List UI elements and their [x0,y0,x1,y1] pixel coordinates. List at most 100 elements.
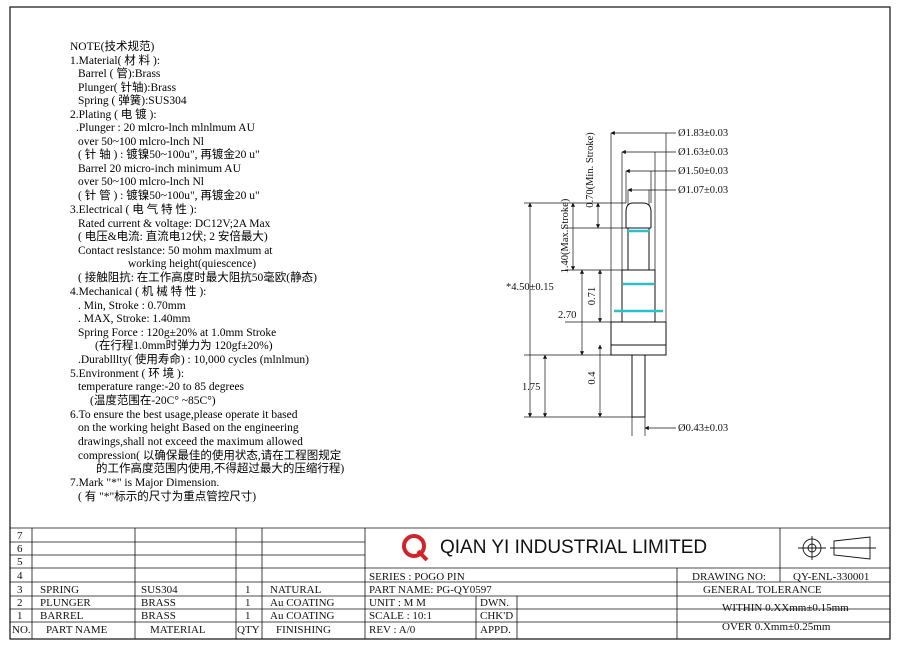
tolerance-title: GENERAL TOLERANCE [703,584,822,596]
note-line: ( 电压&电流: 直流电12伏; 2 安倍最大) [78,229,268,243]
note-line: 1.Material( 材 料 ): [70,53,160,67]
part-name: SPRING [40,584,79,596]
note-line: . MAX, Stroke: 1.40mm [78,313,191,325]
note-line: working height(quiescence) [128,258,256,270]
min-stroke-label: 0.70(Min. Stroke) [585,132,596,208]
scale-label: SCALE : 10:1 [369,610,432,622]
drawn-by-label: DWN. [480,597,509,609]
note-line: ( 接触阻抗: 在工作高度时最大阻抗50毫欧(静态) [78,270,317,284]
header-finishing: FINISHING [276,624,331,636]
pogo-pin-drawing [610,202,667,418]
tolerance-over: OVER 0.Xmm±0.25mm [722,621,831,633]
part-no: 3 [17,584,23,596]
drawing-no-label: DRAWING NO: [692,571,766,583]
unit-label: UNIT : M M [369,597,426,609]
row-number: 5 [17,556,23,568]
parts-list: 7 6 5 4 3 SPRING SUS304 1 NATURAL 2 PLUN… [12,530,335,636]
note-line: Spring ( 弹簧):SUS304 [78,93,187,107]
notes-block: NOTE(技术规范) 1.Material( 材 料 ): Barrel ( 管… [70,39,344,503]
part-finishing: Au COATING [270,610,335,622]
note-line: over 50~100 mlcro-lnch Nl [78,176,204,188]
tolerance-within: WITHIN 0.XXmm±0.15mm [722,602,849,614]
part-name-label: PART NAME: PG-QY0597 [369,584,492,596]
length-04-label: 0.4 [587,371,598,385]
header-material: MATERIAL [150,624,206,636]
checked-by-label: CHK'D [480,610,513,622]
company-name: QIAN YI INDUSTRIAL LIMITED [440,537,707,558]
note-line: 7.Mark "*" is Major Dimension. [70,477,219,489]
part-name: BARREL [40,610,84,622]
diameter-label: Ø0.43±0.03 [678,423,728,434]
dimension-labels: Ø1.83±0.03 Ø1.63±0.03 Ø1.50±0.03 Ø1.07±0… [506,128,728,434]
diameter-label: Ø1.83±0.03 [678,128,728,139]
tail-pin [631,354,646,418]
rev-label: REV : A/0 [369,624,416,636]
header-qty: QTY [237,624,260,636]
note-line: Barrel ( 管):Brass [78,66,161,80]
plunger-body [627,227,650,271]
sheet-border [9,6,891,640]
note-line: ( 针 轴 ) : 镀镍50~100u", 再镀金20 u" [78,147,260,161]
note-line: 5.Environment ( 环 境 ): [70,366,184,380]
note-line: Plunger( 针轴):Brass [78,80,177,94]
header-no: NO. [12,624,31,636]
part-finishing: Au COATING [270,597,335,609]
note-line: drawings,shall not exceed the maximum al… [78,436,303,448]
note-line: .Durablllty( 使用寿命) : 10,000 cycles (mlnl… [78,352,309,366]
plunger-head [625,202,652,228]
dimension-lines [524,130,676,436]
part-qty: 1 [245,584,251,596]
note-line: . Min, Stroke : 0.70mm [78,300,186,312]
diameter-label: Ø1.50±0.03 [678,166,728,177]
note-line: Rated current & voltage: DC12V;2A Max [78,218,271,230]
part-no: 2 [17,597,23,609]
note-line: NOTE(技术规范) [70,39,154,53]
total-length-label: *4.50±0.15 [506,282,554,293]
max-stroke-label: 1.40(Max.Stroke) [560,198,571,273]
part-no: 1 [17,610,23,622]
approved-by-label: APPD. [480,624,511,636]
title-info: SERIES : POGO PIN PART NAME: PG-QY0597 U… [369,571,869,636]
barrel-flange [610,321,667,356]
note-line: (在行程1.0mm时弹力为 120gf±20%) [95,338,273,352]
row-number: 6 [17,543,23,555]
length-071-label: 0.71 [587,287,598,305]
logo-q-ring [402,534,426,558]
note-line: Contact reslstance: 50 mohm maxlmum at [78,245,273,257]
row-number: 7 [17,530,23,542]
note-line: over 50~100 mlcro-lnch Nl [78,136,204,148]
series-label: SERIES : POGO PIN [369,571,465,583]
note-line: 的工作高度范围内使用,不得超过最大的压缩行程) [96,461,344,475]
row-number: 4 [17,570,23,582]
company-logo [402,534,429,562]
note-line: .Plunger : 20 mlcro-lnch mlnlmum AU [76,122,256,134]
note-line: ( 针 管 ) : 镀镍50~100u", 再镀金20 u" [78,188,260,202]
part-qty: 1 [245,610,251,622]
drawing-no-value: QY-ENL-330001 [793,571,869,583]
header-part-name: PART NAME [46,624,108,636]
note-line: 6.To ensure the best usage,please operat… [70,409,298,421]
length-175-label: 1.75 [522,382,540,393]
note-line: on the working height Based on the engin… [78,422,299,434]
barrel-length-label: 2.70 [558,310,576,321]
title-block [10,527,890,639]
part-material: BRASS [141,597,176,609]
diameter-label: Ø1.07±0.03 [678,185,728,196]
plating-marks [614,229,663,313]
note-line: ( 有 "*"标示的尺寸为重点管控尺寸) [78,489,256,503]
part-name: PLUNGER [40,597,91,609]
logo-q-tail [416,549,429,562]
note-line: compression( 以确保最佳的使用状态,请在工程图规定 [78,448,342,462]
part-finishing: NATURAL [270,584,322,596]
note-line: temperature range:-20 to 85 degrees [78,381,245,393]
part-material: SUS304 [141,584,178,596]
note-line: Spring Force : 120g±20% at 1.0mm Stroke [78,327,276,339]
projection-symbol-icon [798,536,876,560]
note-line: (温度范围在-20C° ~85C°) [90,393,216,407]
note-line: Barrel 20 micro-inch minimum AU [78,163,242,175]
part-material: BRASS [141,610,176,622]
note-line: 4.Mechanical ( 机 械 特 性 ): [70,284,206,298]
part-qty: 1 [245,597,251,609]
